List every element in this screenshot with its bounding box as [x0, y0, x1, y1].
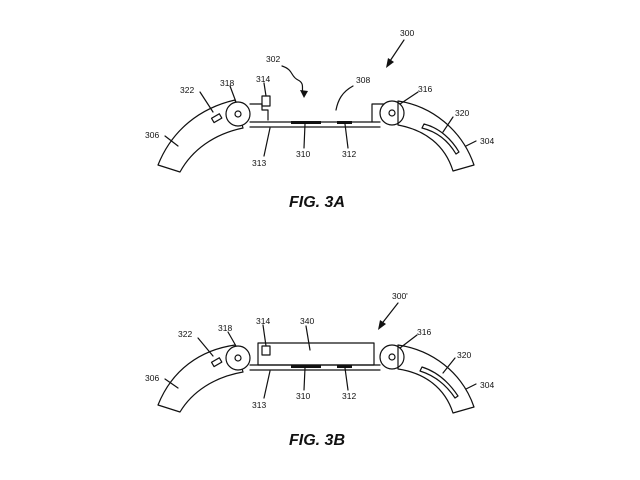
- hinge-right-pin: [388, 353, 396, 361]
- ref-304: 304: [480, 136, 494, 146]
- figure-3b: 300' 314 340 318 322 306 316 320 304 313…: [145, 291, 494, 449]
- leader-306: [164, 135, 179, 147]
- ref-310: 310: [296, 149, 310, 159]
- leader-306: [164, 378, 179, 389]
- latch-314: [261, 95, 271, 107]
- leader-318: [229, 85, 237, 103]
- hinge-right-316: [379, 344, 405, 370]
- hinge-left-318: [225, 345, 251, 371]
- ref-306: 306: [145, 130, 159, 140]
- leader-314: [263, 82, 267, 97]
- caption-fig-3a: FIG. 3A: [289, 194, 345, 211]
- ref-322: 322: [178, 329, 192, 339]
- ref-312: 312: [342, 391, 356, 401]
- ref-340: 340: [300, 316, 314, 326]
- band-right-304: [397, 344, 475, 414]
- ref-320: 320: [457, 350, 471, 360]
- ref-313: 313: [252, 400, 266, 410]
- hinge-right-316: [379, 100, 405, 126]
- leader-320: [442, 116, 454, 133]
- ref-318: 318: [220, 78, 234, 88]
- band-right-304: [397, 100, 475, 172]
- leader-302: [281, 65, 305, 97]
- contact-312: [337, 121, 352, 124]
- ref-316: 316: [417, 327, 431, 337]
- leader-316: [399, 334, 418, 349]
- ref-310: 310: [296, 391, 310, 401]
- leader-304: [465, 383, 477, 390]
- ref-304: 304: [480, 380, 494, 390]
- leader-313: [263, 127, 271, 157]
- leader-312: [344, 367, 349, 391]
- ref-300: 300: [400, 28, 414, 38]
- ref-308: 308: [356, 75, 370, 85]
- contact-310: [291, 121, 321, 124]
- hinge-left-pin: [234, 110, 242, 118]
- leader-340: [305, 325, 311, 351]
- ref-312: 312: [342, 149, 356, 159]
- module-340: [257, 342, 375, 366]
- hinge-left-318: [225, 101, 251, 127]
- arrow-300p: [378, 320, 386, 330]
- latch-314: [261, 345, 271, 356]
- ref-320: 320: [455, 108, 469, 118]
- slot-right-320: [421, 123, 460, 155]
- hinge-left-pin: [234, 354, 242, 362]
- contact-312: [337, 365, 352, 368]
- ref-316: 316: [418, 84, 432, 94]
- leader-312: [344, 123, 349, 149]
- figure-3a: 300 302 308 314 318 322 306 316 320 304 …: [145, 28, 494, 211]
- slot-right-320: [419, 366, 459, 399]
- slot-left-322: [210, 113, 223, 124]
- leader-314: [262, 324, 267, 347]
- ref-313: 313: [252, 158, 266, 168]
- ref-314: 314: [256, 74, 270, 84]
- leader-322: [197, 337, 214, 357]
- caption-fig-3b: FIG. 3B: [289, 432, 345, 449]
- left-post: [249, 103, 269, 121]
- hinge-right-pin: [388, 109, 396, 117]
- ref-306: 306: [145, 373, 159, 383]
- leader-316: [399, 91, 419, 105]
- arrow-300: [386, 58, 394, 68]
- leader-310: [303, 367, 306, 391]
- leader-313: [263, 370, 271, 399]
- ref-300p: 300': [392, 291, 408, 301]
- ref-322: 322: [180, 85, 194, 95]
- leader-320: [442, 357, 456, 374]
- leader-310: [303, 123, 306, 149]
- ref-302: 302: [266, 54, 280, 64]
- leader-304: [465, 140, 477, 147]
- contact-310: [291, 365, 321, 368]
- ref-314: 314: [256, 316, 270, 326]
- leader-322: [199, 91, 214, 113]
- leader-308: [335, 85, 354, 111]
- slot-left-322: [210, 357, 223, 368]
- ref-318: 318: [218, 323, 232, 333]
- arrow-302: [300, 90, 308, 98]
- leader-318: [227, 331, 237, 347]
